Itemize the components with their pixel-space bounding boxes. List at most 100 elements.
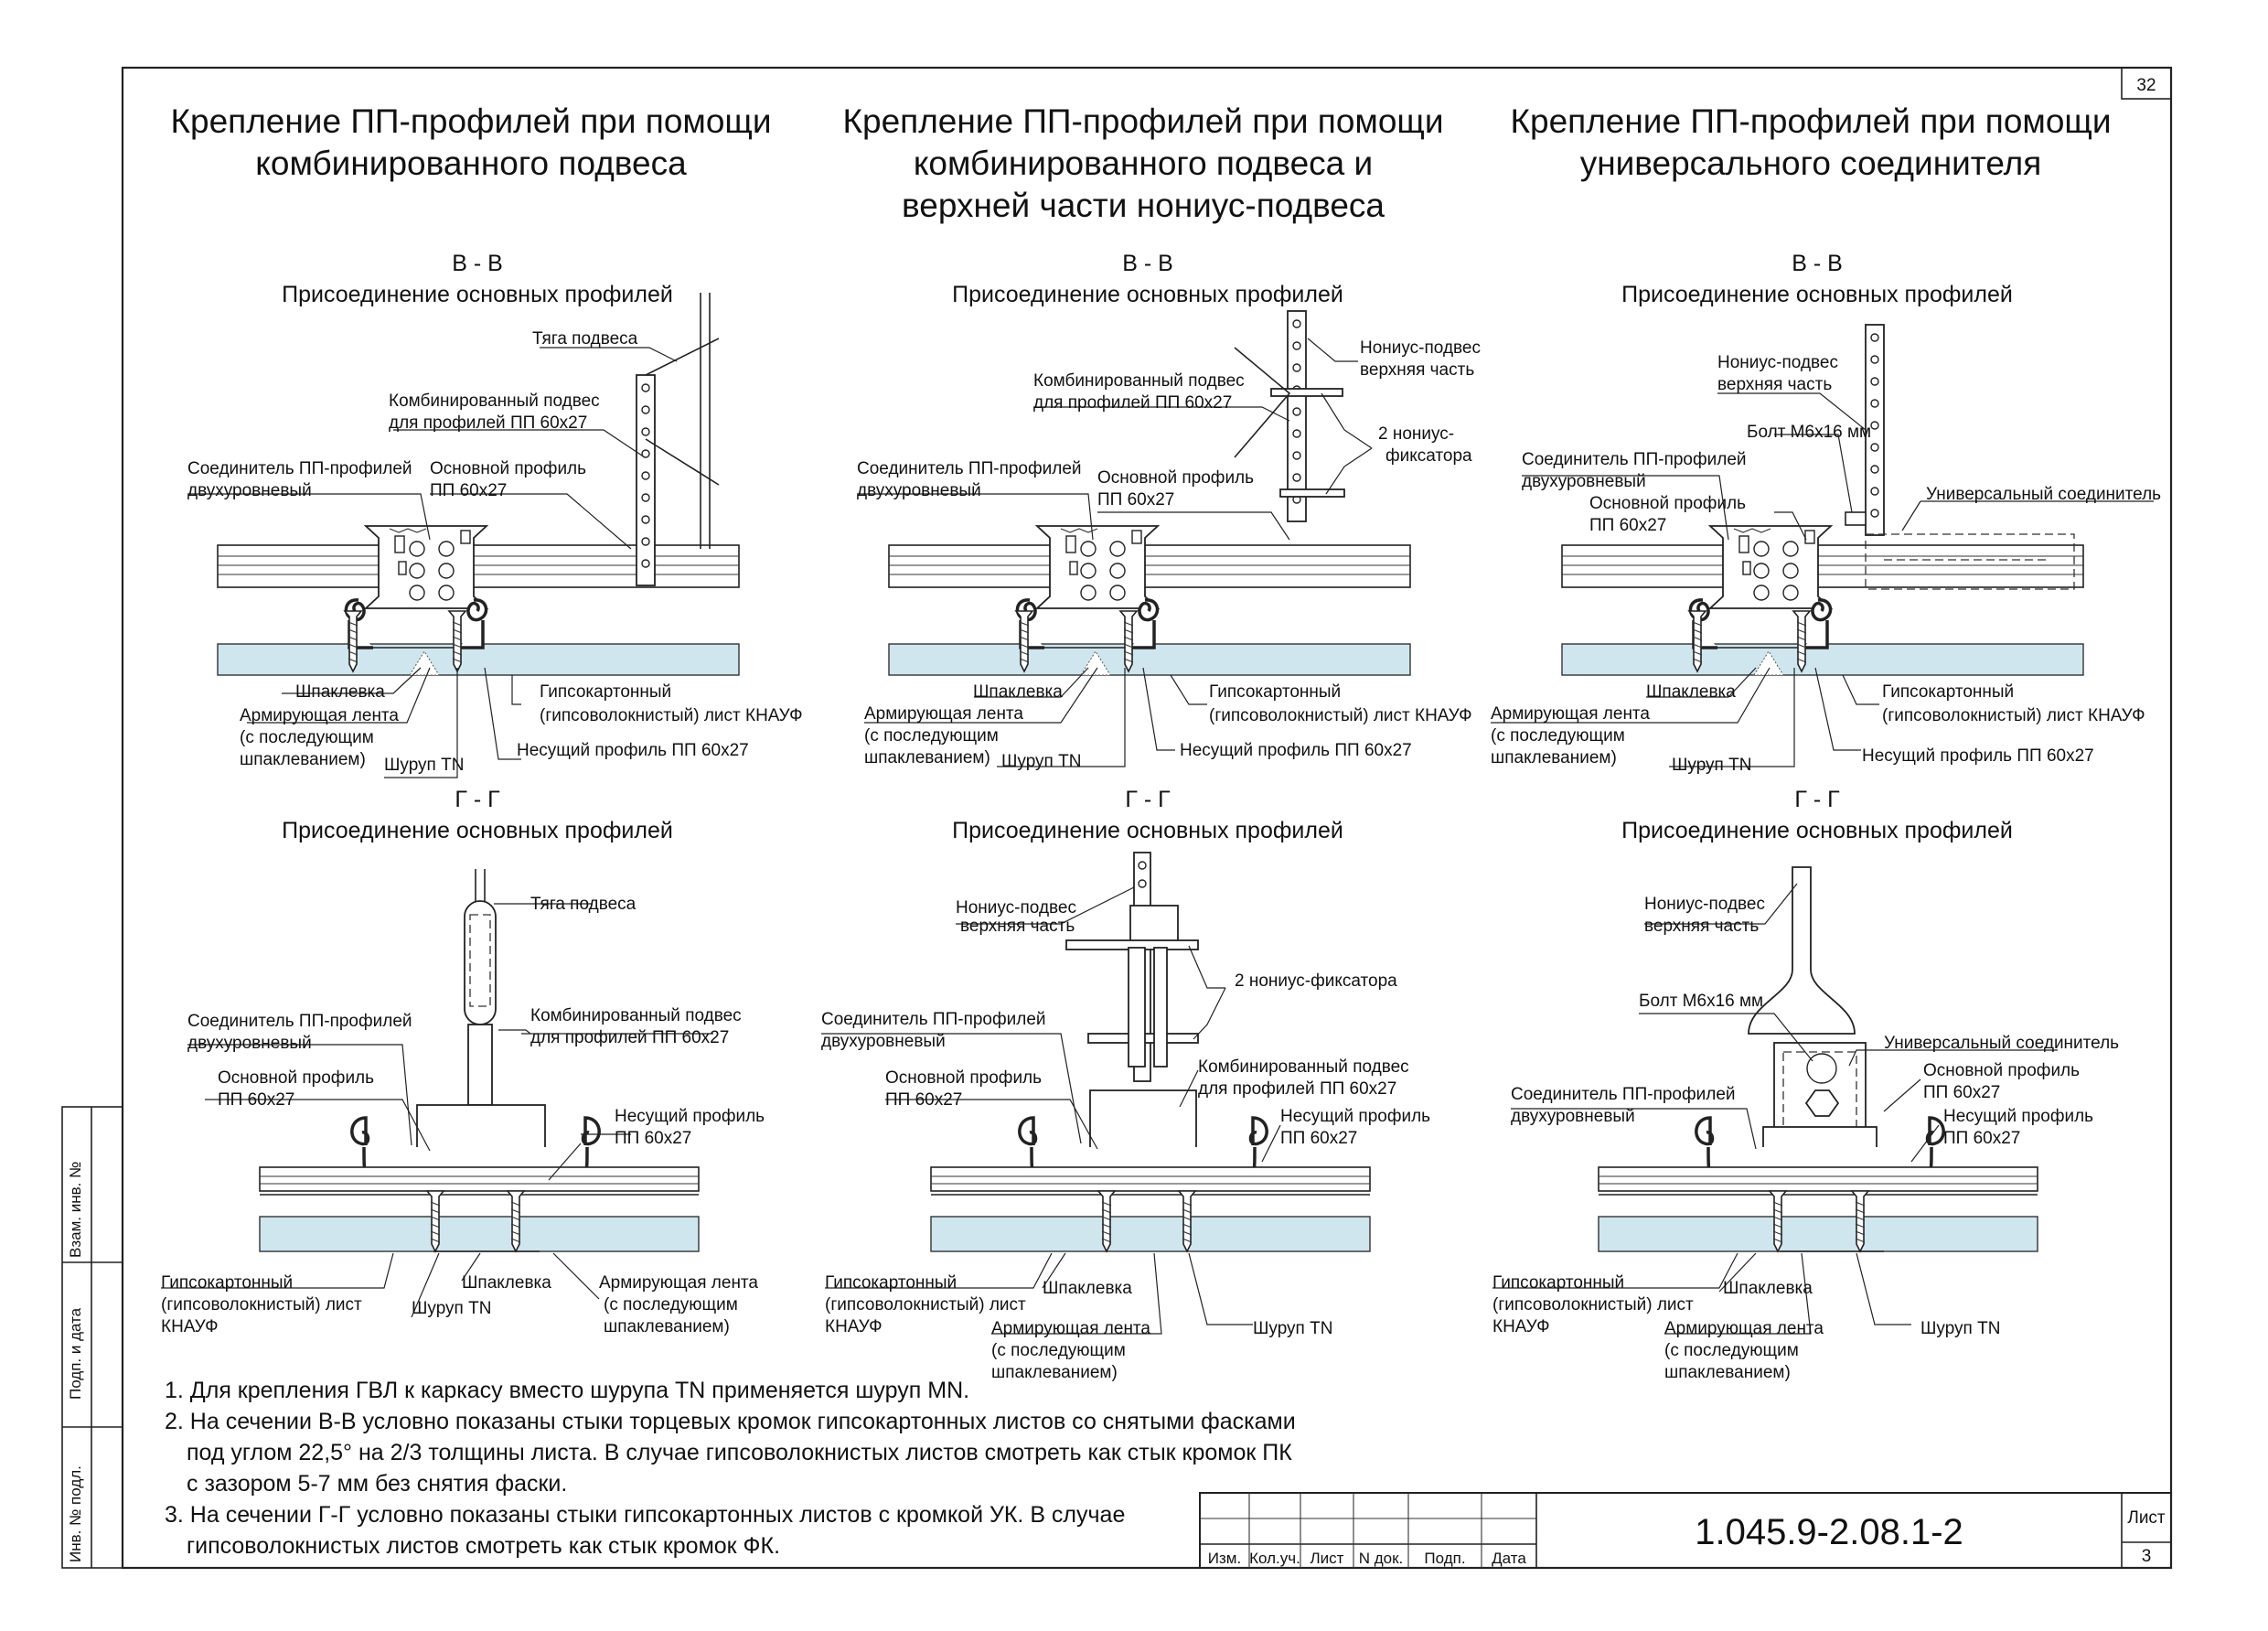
svg-text:Шпаклевка: Шпаклевка <box>1043 1279 1132 1298</box>
section-bb-col1: В - В Присоединение основных профилей Тя… <box>187 251 803 778</box>
svg-text:Шуруп TN: Шуруп TN <box>1001 752 1081 771</box>
svg-text:Основной профиль: Основной профиль <box>885 1068 1042 1088</box>
notes: 1. Для крепления ГВЛ к каркасу вместо шу… <box>165 1378 1296 1559</box>
svg-text:Соединитель ПП-профилей: Соединитель ПП-профилей <box>187 1012 412 1031</box>
svg-text:верхняя часть: верхняя часть <box>1644 917 1759 936</box>
svg-text:Болт М6х16 мм: Болт М6х16 мм <box>1747 423 1871 442</box>
svg-text:Шпаклевка: Шпаклевка <box>462 1273 551 1293</box>
svg-text:Комбинированный подвес: Комбинированный подвес <box>389 392 600 411</box>
svg-text:ПП 60х27: ПП 60х27 <box>218 1090 294 1110</box>
sheet-label: Лист <box>2127 1508 2166 1528</box>
svg-text:2 нониус-: 2 нониус- <box>1378 424 1454 444</box>
svg-text:Шпаклевка: Шпаклевка <box>1646 682 1736 702</box>
svg-text:Шуруп TN: Шуруп TN <box>384 756 464 775</box>
svg-text:верхняя часть: верхняя часть <box>1717 375 1832 394</box>
section-gg-col3: Г - Г Присоединение основных профилей Но… <box>1492 787 2119 1382</box>
stamp-vzam: Взам. инв. № <box>67 1162 84 1258</box>
svg-text:КНАУФ: КНАУФ <box>825 1317 883 1336</box>
svg-text:Основной профиль: Основной профиль <box>1589 494 1746 513</box>
svg-text:двухуровневый: двухуровневый <box>1511 1107 1635 1126</box>
svg-text:Гипсокартонный: Гипсокартонный <box>161 1273 293 1293</box>
svg-text:Нониус-подвес: Нониус-подвес <box>1717 353 1838 372</box>
svg-text:Соединитель ПП-профилей: Соединитель ПП-профилей <box>1522 450 1747 469</box>
svg-text:Соединитель ПП-профилей: Соединитель ПП-профилей <box>187 459 412 478</box>
svg-text:Шпаклевка: Шпаклевка <box>295 682 385 702</box>
svg-text:Нониус-подвес: Нониус-подвес <box>1360 338 1481 358</box>
doc-code: 1.045.9-2.08.1-2 <box>1695 1512 1963 1552</box>
svg-text:(гипсоволокнистый) лист КНАУФ: (гипсоволокнистый) лист КНАУФ <box>1882 706 2145 725</box>
svg-text:для профилей ПП 60х27: для профилей ПП 60х27 <box>530 1028 729 1047</box>
svg-text:Армирующая лента: Армирующая лента <box>240 706 399 725</box>
svg-text:(с последующим: (с последующим <box>240 728 374 747</box>
svg-text:Несущий профиль: Несущий профиль <box>615 1107 765 1126</box>
page-number: 32 <box>2136 76 2156 95</box>
svg-text:КНАУФ: КНАУФ <box>1492 1317 1550 1336</box>
note-1: 1. Для крепления ГВЛ к каркасу вместо шу… <box>165 1378 969 1403</box>
title-col2: Крепление ПП-профилей при помощи комбини… <box>842 102 1443 224</box>
svg-text:шпаклеванием): шпаклеванием) <box>1664 1363 1791 1382</box>
svg-text:Комбинированный подвес: Комбинированный подвес <box>530 1006 742 1025</box>
svg-text:Несущий профиль ПП 60х27: Несущий профиль ПП 60х27 <box>1862 746 2094 766</box>
svg-text:для профилей ПП 60х27: для профилей ПП 60х27 <box>1198 1079 1396 1099</box>
svg-text:ПП 60х27: ПП 60х27 <box>885 1090 962 1110</box>
svg-text:Основной профиль: Основной профиль <box>430 459 586 478</box>
svg-text:ПП 60х27: ПП 60х27 <box>615 1129 691 1148</box>
svg-text:шпаклеванием): шпаклеванием) <box>1491 748 1617 767</box>
sheet-frame: 32 <box>121 66 2173 1570</box>
svg-text:КНАУФ: КНАУФ <box>161 1317 219 1336</box>
svg-text:Г - Г: Г - Г <box>1125 787 1171 812</box>
svg-text:Несущий профиль: Несущий профиль <box>1280 1107 1430 1126</box>
note-3: 3. На сечении Г-Г условно показаны стыки… <box>165 1502 1125 1528</box>
title-col1: Крепление ПП-профилей при помощи комбини… <box>170 102 771 182</box>
svg-text:Крепление ПП-профилей при помо: Крепление ПП-профилей при помощи <box>170 102 771 140</box>
svg-text:Присоединение основных профиле: Присоединение основных профилей <box>1621 282 2013 307</box>
svg-text:универсального соединителя: универсального соединителя <box>1580 145 2042 182</box>
svg-text:Комбинированный подвес: Комбинированный подвес <box>1033 371 1245 391</box>
svg-text:двухуровневый: двухуровневый <box>1522 472 1646 491</box>
svg-text:Присоединение основных профиле: Присоединение основных профилей <box>282 282 673 307</box>
svg-text:(с последующим: (с последующим <box>1491 726 1625 746</box>
svg-text:(гипсоволокнистый) лист КНАУФ: (гипсоволокнистый) лист КНАУФ <box>1209 706 1472 725</box>
svg-text:ПП 60х27: ПП 60х27 <box>1943 1129 2020 1148</box>
svg-text:Армирующая лента: Армирующая лента <box>991 1319 1150 1338</box>
svg-text:В - В: В - В <box>1122 251 1173 276</box>
svg-text:Основной профиль: Основной профиль <box>1097 468 1254 488</box>
svg-text:верхняя часть: верхняя часть <box>960 917 1075 936</box>
svg-text:фиксатора: фиксатора <box>1385 446 1472 466</box>
sheet-number: 3 <box>2142 1547 2152 1566</box>
svg-text:Присоединение основных профиле: Присоединение основных профилей <box>952 818 1343 843</box>
svg-text:2 нониус-фиксатора: 2 нониус-фиксатора <box>1235 971 1397 991</box>
title-block: Изм. Кол.уч. Лист N док. Подп. Дата 1.04… <box>1199 1492 2172 1569</box>
svg-text:(гипсоволокнистый) лист: (гипсоволокнистый) лист <box>1492 1295 1694 1314</box>
svg-text:(с последующим: (с последующим <box>604 1295 738 1314</box>
svg-text:Гипсокартонный: Гипсокартонный <box>825 1273 957 1293</box>
svg-text:Соединитель ПП-профилей: Соединитель ПП-профилей <box>821 1010 1046 1029</box>
svg-text:для профилей ПП 60х27: для профилей ПП 60х27 <box>389 413 587 433</box>
svg-text:Армирующая лента: Армирующая лента <box>1491 704 1650 724</box>
svg-text:Армирующая лента: Армирующая лента <box>1664 1319 1824 1338</box>
svg-text:Г - Г: Г - Г <box>1794 787 1840 812</box>
svg-text:Соединитель ПП-профилей: Соединитель ПП-профилей <box>857 459 1082 478</box>
svg-text:шпаклеванием): шпаклеванием) <box>604 1317 730 1336</box>
note-2-cont2: с зазором 5-7 мм без снятия фаски. <box>187 1471 567 1497</box>
col-data: Дата <box>1492 1550 1526 1567</box>
svg-text:ПП 60х27: ПП 60х27 <box>1589 516 1666 535</box>
svg-text:Несущий профиль: Несущий профиль <box>1943 1107 2093 1126</box>
section-gg-col2: Г - Г Присоединение основных профилей Но… <box>821 787 1430 1382</box>
section-bb-col2: В - В Присоединение основных профилей Но… <box>857 251 1481 771</box>
svg-text:Основной профиль: Основной профиль <box>218 1068 374 1088</box>
svg-text:(гипсоволокнистый) лист КНАУФ: (гипсоволокнистый) лист КНАУФ <box>540 706 803 725</box>
svg-text:В - В: В - В <box>1792 251 1843 276</box>
svg-text:(гипсоволокнистый) лист: (гипсоволокнистый) лист <box>161 1295 362 1314</box>
svg-text:Комбинированный подвес: Комбинированный подвес <box>1198 1057 1409 1077</box>
note-2: 2. На сечении В-В условно показаны стыки… <box>165 1409 1296 1434</box>
svg-text:(с последующим: (с последующим <box>1664 1341 1799 1360</box>
stamp-inv: Инв. № подл. <box>67 1465 84 1562</box>
svg-text:Гипсокартонный: Гипсокартонный <box>540 682 671 702</box>
svg-text:комбинированного подвеса и: комбинированного подвеса и <box>914 145 1373 182</box>
svg-text:ПП 60х27: ПП 60х27 <box>1097 490 1174 510</box>
svg-text:Армирующая лента: Армирующая лента <box>599 1273 758 1293</box>
svg-text:двухуровневый: двухуровневый <box>857 481 981 500</box>
svg-text:Крепление ПП-профилей при помо: Крепление ПП-профилей при помощи <box>1510 102 2111 140</box>
